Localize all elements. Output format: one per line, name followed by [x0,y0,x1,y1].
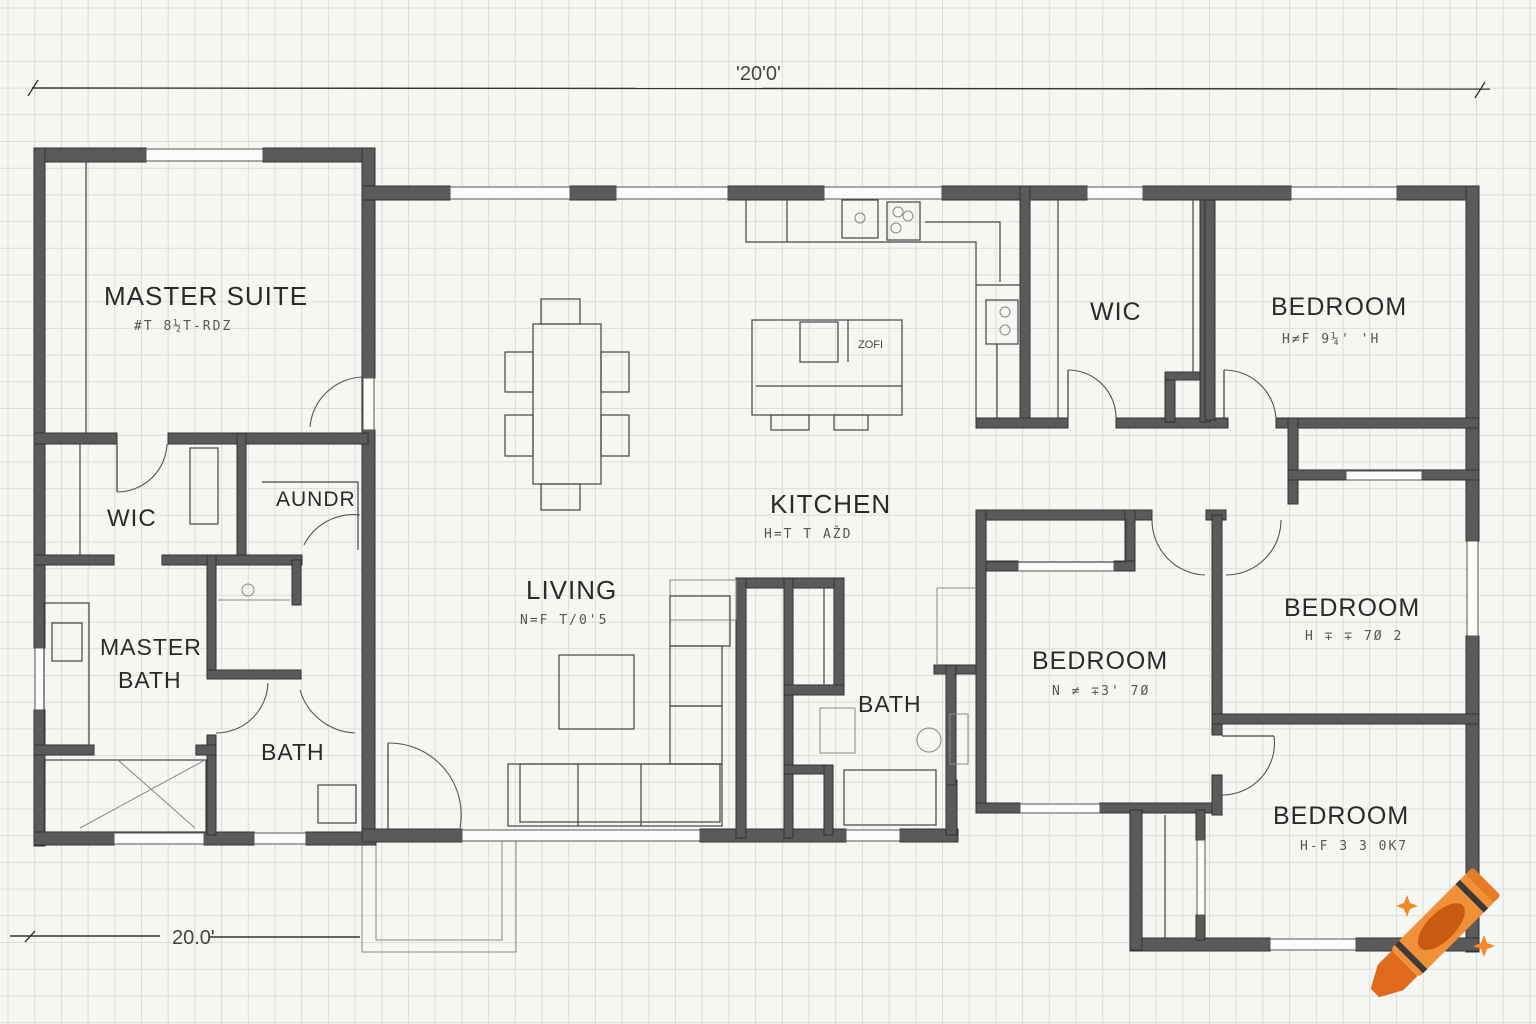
room-label-master-wic: WIC [107,505,157,532]
room-label-bath-center: BATH [858,691,922,717]
room-dims-master-suite: #T 8½T-RDZ [134,319,232,334]
room-labels: MASTER SUITE #T 8½T-RDZ WIC AUNDR MASTER… [100,281,1420,854]
room-label-living: LIVING [526,575,617,605]
room-label-master-bath-2: BATH [118,667,182,693]
room-label-bedroom-center: BEDROOM [1032,647,1168,675]
room-dims-kitchen: H=T T AŽD [764,526,852,542]
room-dims-bedroom-ne: H≠F 9¼' 'H [1282,332,1380,347]
porch-steps [936,587,976,665]
room-dims-bedroom-se: H-F 3 3 0K7 [1300,839,1408,854]
room-dims-living: N=F T/0'5 [520,613,608,628]
walls [33,147,1480,953]
room-dims-bedroom-center: N ≠ ∓3' 7Ø [1052,684,1150,699]
dining-table [504,298,630,511]
sparkle-icon [1396,895,1495,957]
front-porch [361,835,517,953]
bottom-dimension-label: 20.0' [172,927,215,949]
crayon-icon [1370,868,1500,998]
room-label-bedroom-ne: BEDROOM [1271,293,1407,321]
room-label-wic-right: WIC [1090,298,1142,326]
kitchen-island: ZOFI [751,319,903,431]
bottom-dimension: 20.0' [10,927,360,949]
top-dimension-label: '20'0' [736,63,781,85]
living-sofa [507,579,737,827]
room-dims-bedroom-e: H ∓ ∓ 7Ø 2 [1305,629,1403,644]
island-label: ZOFI [858,339,883,351]
coffee-table [558,654,635,730]
closet-rods [79,162,1467,938]
room-label-master-suite: MASTER SUITE [104,281,308,311]
room-label-bath-left: BATH [261,739,325,765]
room-label-bedroom-e: BEDROOM [1284,594,1420,622]
room-label-bedroom-se: BEDROOM [1273,802,1409,830]
top-dimension: '20'0' [27,63,1491,99]
doors [116,369,1282,829]
room-label-laundry: AUNDR [276,488,356,511]
kitchen-counters [745,199,1020,418]
bath-fixtures [43,481,969,833]
room-label-master-bath-1: MASTER [100,634,202,660]
room-label-kitchen: KITCHEN [770,489,891,519]
